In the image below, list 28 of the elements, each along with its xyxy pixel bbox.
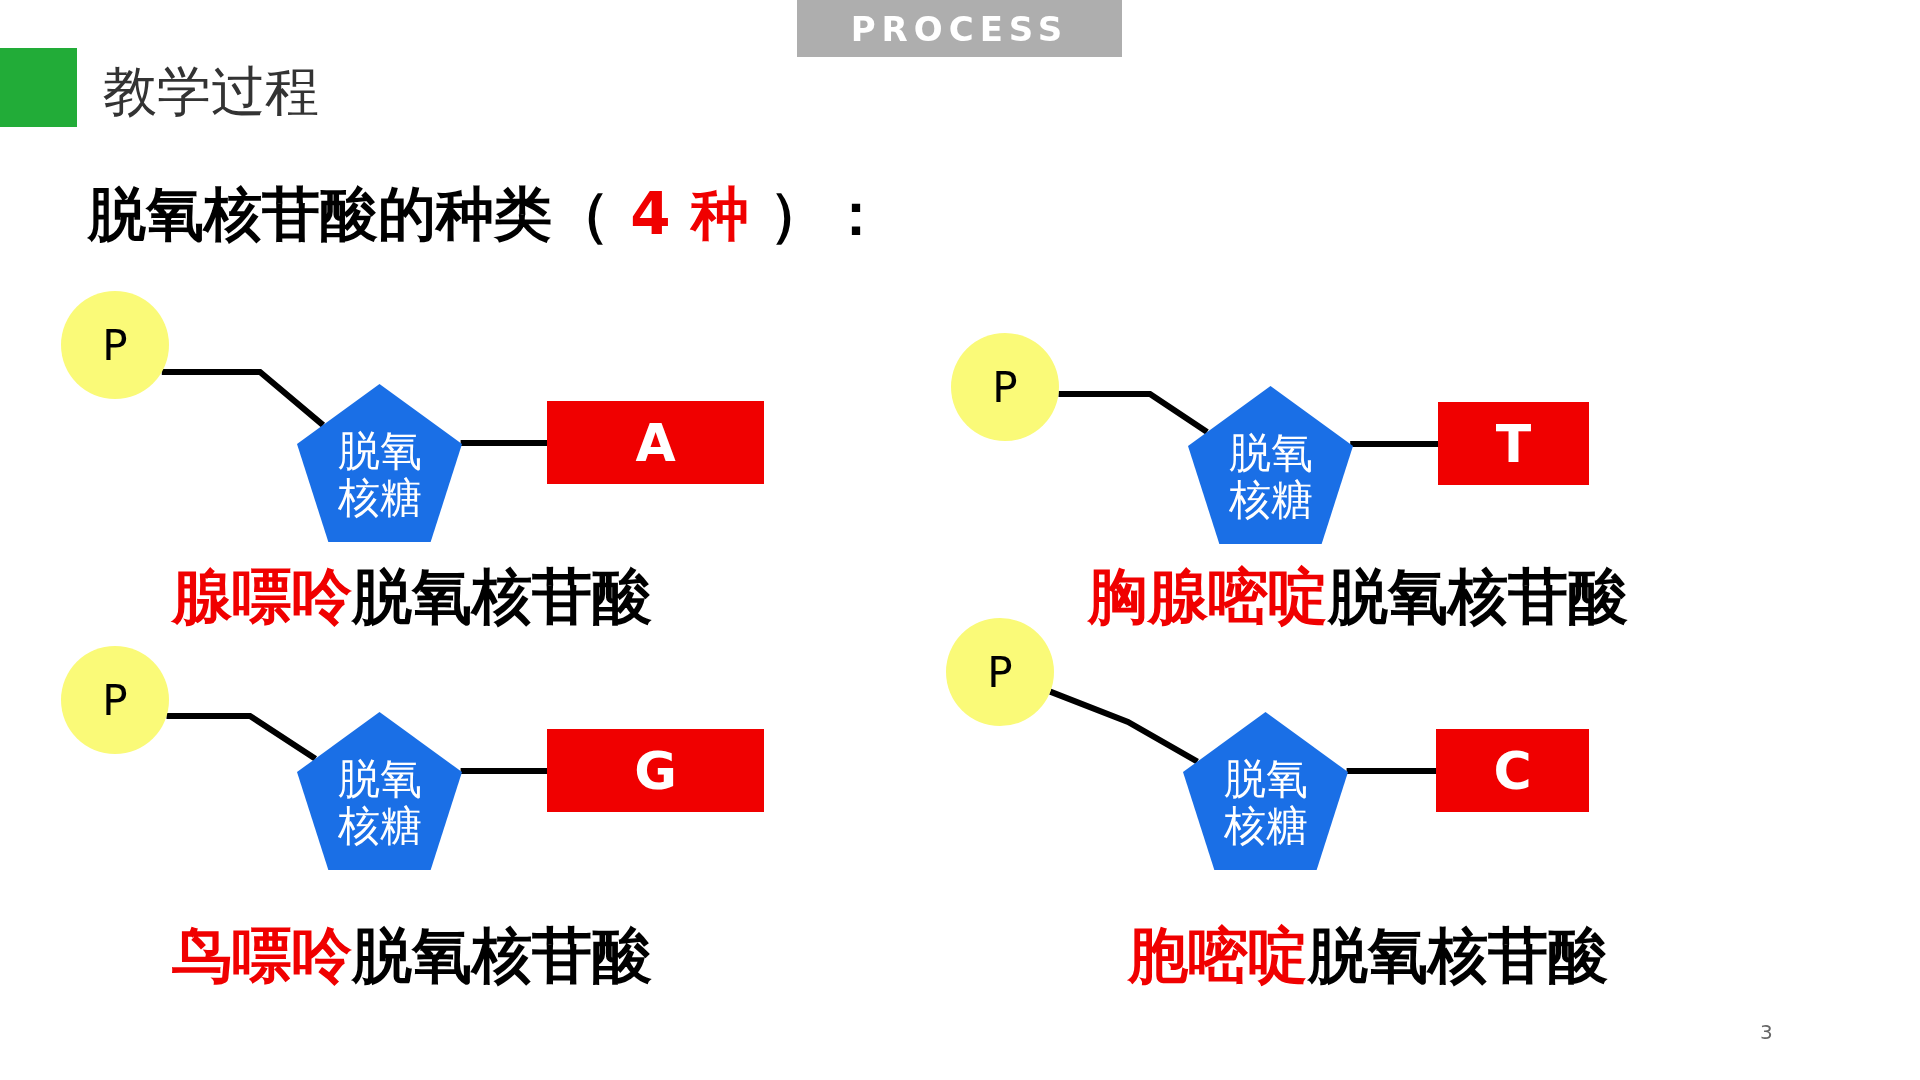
slide-title: 脱氧核苷酸的种类（ 4 种 ）： xyxy=(88,179,885,250)
phosphate-circle: P xyxy=(61,291,169,399)
caption-text: 鸟嘌呤脱氧核苷酸 xyxy=(172,925,652,985)
page-number: 3 xyxy=(1760,1020,1773,1044)
sugar-pentagon: 脱氧核糖 xyxy=(297,712,462,870)
sugar-pentagon: 脱氧核糖 xyxy=(1188,386,1353,544)
connector-line xyxy=(460,768,547,774)
sugar-pentagon: 脱氧核糖 xyxy=(1183,712,1348,870)
phosphate-circle: P xyxy=(61,646,169,754)
base-box: G xyxy=(547,729,764,812)
caption-text: 腺嘌呤脱氧核苷酸 xyxy=(172,566,652,626)
base-box: A xyxy=(547,401,764,484)
section-heading: 教学过程 xyxy=(103,59,319,125)
connector-line xyxy=(1058,391,1209,435)
caption-text: 胸腺嘧啶脱氧核苷酸 xyxy=(1088,566,1628,626)
connector-line xyxy=(460,440,547,446)
base-box: C xyxy=(1436,729,1589,812)
header-tab: PROCESS xyxy=(797,0,1122,57)
phosphate-circle: P xyxy=(951,333,1059,441)
connector-line xyxy=(1346,768,1436,774)
connector-line xyxy=(161,369,326,428)
connector-line xyxy=(1049,688,1199,765)
base-box: T xyxy=(1438,402,1589,485)
connector-line xyxy=(1350,441,1438,447)
phosphate-circle: P xyxy=(946,618,1054,726)
caption-text: 胞嘧啶脱氧核苷酸 xyxy=(1128,925,1608,985)
sugar-pentagon: 脱氧核糖 xyxy=(297,384,462,542)
connector-line xyxy=(166,713,318,762)
